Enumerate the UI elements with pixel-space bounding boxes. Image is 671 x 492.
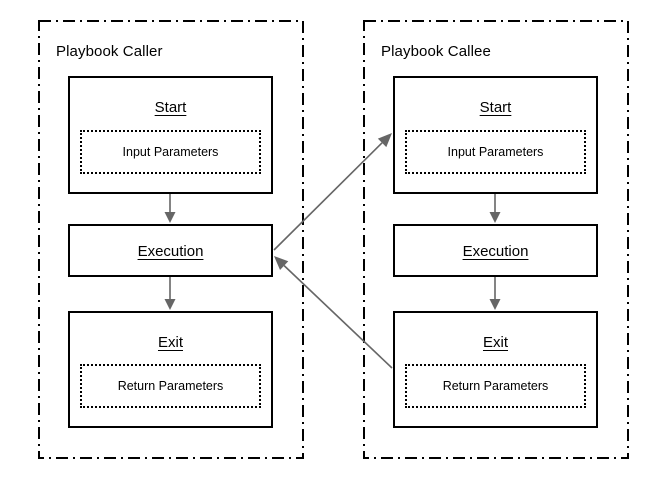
- param-label-caller-return-parameters: Return Parameters: [117, 378, 224, 393]
- node-caller-exit-label: Exit: [157, 334, 183, 351]
- node-callee-execution[interactable]: Execution: [393, 224, 598, 277]
- node-caller-execution-label: Execution: [137, 243, 204, 260]
- param-label-callee-return-parameters: Return Parameters: [442, 378, 549, 393]
- param-box-callee-input-parameters: Input Parameters: [405, 130, 586, 174]
- node-caller-start-label: Start: [154, 99, 187, 116]
- lane-playbook-caller-title: Playbook Caller: [56, 43, 163, 60]
- param-box-caller-return-parameters: Return Parameters: [80, 364, 261, 408]
- lane-playbook-callee-title: Playbook Callee: [381, 43, 491, 60]
- param-box-caller-input-parameters: Input Parameters: [80, 130, 261, 174]
- node-callee-execution-label: Execution: [462, 243, 529, 260]
- param-box-callee-return-parameters: Return Parameters: [405, 364, 586, 408]
- param-label-callee-input-parameters: Input Parameters: [447, 144, 544, 159]
- node-caller-execution[interactable]: Execution: [68, 224, 273, 277]
- node-callee-start-label: Start: [479, 99, 512, 116]
- param-label-caller-input-parameters: Input Parameters: [122, 144, 219, 159]
- node-callee-exit-label: Exit: [482, 334, 508, 351]
